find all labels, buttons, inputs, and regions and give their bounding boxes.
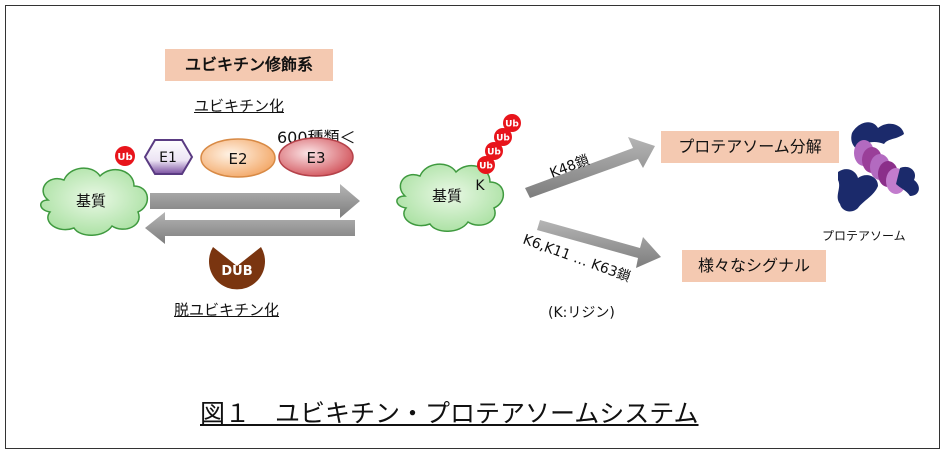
ub-chain-4: Ub xyxy=(503,114,521,132)
deubiquitination-arrow xyxy=(145,212,355,244)
figure-frame xyxy=(5,5,940,449)
other-chains-arrow xyxy=(537,220,661,268)
k48-arrow xyxy=(525,137,655,198)
ub-chain-3: Ub xyxy=(494,128,512,146)
e2-enzyme: E2 xyxy=(200,138,276,178)
e3-label: E3 xyxy=(306,149,325,167)
ub-chain-2: Ub xyxy=(485,142,503,160)
ubiquitination-label: ユビキチン化 xyxy=(194,97,285,115)
proteasome-caption: プロテアソーム xyxy=(822,229,906,243)
lysine-note: (K:リジン) xyxy=(548,305,615,321)
substrate-cloud-right: 基質 xyxy=(396,163,504,232)
ubiquitination-arrow xyxy=(150,184,360,218)
e1-enzyme: E1 xyxy=(143,139,194,175)
ub-icon: Ub xyxy=(115,146,135,166)
various-signals-box: 様々なシグナル xyxy=(682,250,826,282)
e1-label: E1 xyxy=(159,150,177,166)
e2-label: E2 xyxy=(228,150,247,168)
lysine-k-label: K xyxy=(475,178,485,194)
proteasome-core xyxy=(854,140,906,194)
svg-text:Ub: Ub xyxy=(505,120,519,130)
substrate-label-left: 基質 xyxy=(76,192,106,210)
substrate-label-right: 基質 xyxy=(432,187,462,205)
figure-caption: 図１ ユビキチン・プロテアソームシステム xyxy=(200,399,699,428)
proteasome-degradation-box: プロテアソーム分解 xyxy=(661,131,839,163)
title-box: ユビキチン修飾系 xyxy=(165,49,333,81)
ub-chain-1: Ub xyxy=(477,156,495,174)
deubiquitination-label: 脱ユビキチン化 xyxy=(174,301,280,319)
dub-label: DUB xyxy=(221,264,252,279)
polyubiquitin-chain: Ub Ub Ub Ub xyxy=(477,114,521,174)
substrate-cloud-left: 基質 xyxy=(40,167,148,236)
proteasome-icon xyxy=(837,122,919,212)
e3-enzyme: E3 xyxy=(278,137,354,177)
svg-text:Ub: Ub xyxy=(487,148,501,158)
svg-text:Ub: Ub xyxy=(496,134,510,144)
ub-label: Ub xyxy=(117,152,132,163)
dub-enzyme: DUB xyxy=(209,247,266,290)
svg-text:Ub: Ub xyxy=(479,162,493,172)
